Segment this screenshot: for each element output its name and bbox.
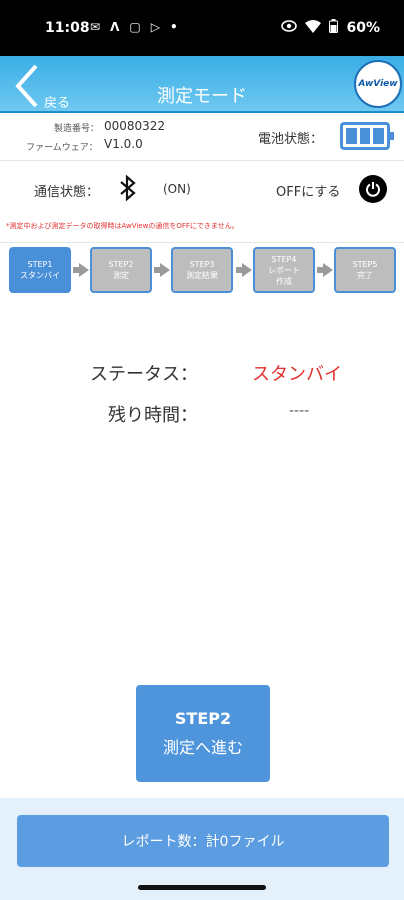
remaining-time-value: ----: [289, 403, 310, 419]
status-bar: 11:08 ✉ Λ ▢ ▷ • 60%: [0, 0, 404, 56]
step-4: STEP4 レポート 作成: [253, 247, 315, 293]
system-icons: 60%: [281, 19, 380, 37]
remaining-time-label: 残り時間：: [108, 405, 198, 426]
arrow-right-icon: [154, 263, 170, 277]
notification-icons: ✉ Λ ▢ ▷ •: [90, 20, 178, 34]
page-title: 測定モード: [157, 86, 247, 107]
connection-state: (ON): [163, 182, 191, 196]
firmware-value: V1.0.0: [104, 137, 143, 151]
power-button[interactable]: [359, 175, 387, 203]
next-step-label: 測定へ進む: [162, 738, 243, 757]
play-icon: ▷: [150, 20, 160, 34]
bluetooth-icon: [120, 174, 136, 202]
next-step-button[interactable]: STEP2 測定へ進む: [136, 685, 270, 782]
next-step-title: STEP2: [174, 709, 232, 728]
eye-icon: [281, 20, 298, 36]
connection-label: 通信状態：: [34, 185, 100, 200]
battery-percent: 60%: [346, 20, 380, 36]
status-label: ステータス：: [90, 364, 198, 385]
device-battery-icon: [340, 122, 394, 150]
back-button[interactable]: 戻る: [8, 62, 78, 111]
home-indicator[interactable]: [138, 885, 266, 890]
clock: 11:08: [45, 20, 90, 36]
wifi-icon: [305, 19, 322, 37]
logo: AwView: [354, 60, 402, 108]
status-value: スタンバイ: [252, 364, 342, 385]
logo-text: AwView: [358, 79, 398, 89]
step-indicator: STEP1 スタンバイ STEP2 測定 STEP3 測定結果 STEP4 レポ…: [0, 242, 404, 294]
app-header: 戻る 測定モード AwView: [0, 56, 404, 113]
dot-icon: •: [169, 20, 178, 34]
step-5: STEP5 完了: [334, 247, 396, 293]
gmail-icon: ✉: [90, 20, 101, 34]
report-count-button[interactable]: レポート数：計0ファイル: [17, 815, 389, 867]
warning-text: *測定中および測定データの取得時はAwViewの通信をOFFにできません。: [6, 222, 239, 230]
arrow-right-icon: [236, 263, 252, 277]
back-label: 戻る: [44, 96, 71, 111]
battery-status-label: 電池状態：: [258, 132, 324, 147]
arrow-right-icon: [73, 263, 89, 277]
firmware-label: ファームウェア：: [26, 143, 98, 153]
battery-icon: [329, 19, 339, 37]
sim-icon: ▢: [129, 20, 141, 34]
serial-value: 00080322: [104, 119, 166, 133]
chevron-left-icon: [15, 64, 38, 108]
serial-label: 製造番号：: [54, 124, 100, 134]
arrow-right-icon: [317, 263, 333, 277]
battery-bar: [373, 128, 385, 144]
connection-row: 通信状態： (ON) OFFにする: [0, 161, 404, 215]
footer: レポート数：計0ファイル: [0, 798, 404, 900]
turn-off-label: OFFにする: [276, 185, 341, 200]
step-2: STEP2 測定: [90, 247, 152, 293]
battery-bar: [346, 128, 357, 144]
step-1: STEP1 スタンバイ: [9, 247, 71, 293]
device-info: 製造番号： 00080322 ファームウェア： V1.0.0 電池状態：: [0, 113, 404, 161]
maps-icon: Λ: [110, 20, 120, 34]
step-3: STEP3 測定結果: [171, 247, 233, 293]
power-icon: [366, 182, 380, 197]
battery-bar: [359, 128, 371, 144]
